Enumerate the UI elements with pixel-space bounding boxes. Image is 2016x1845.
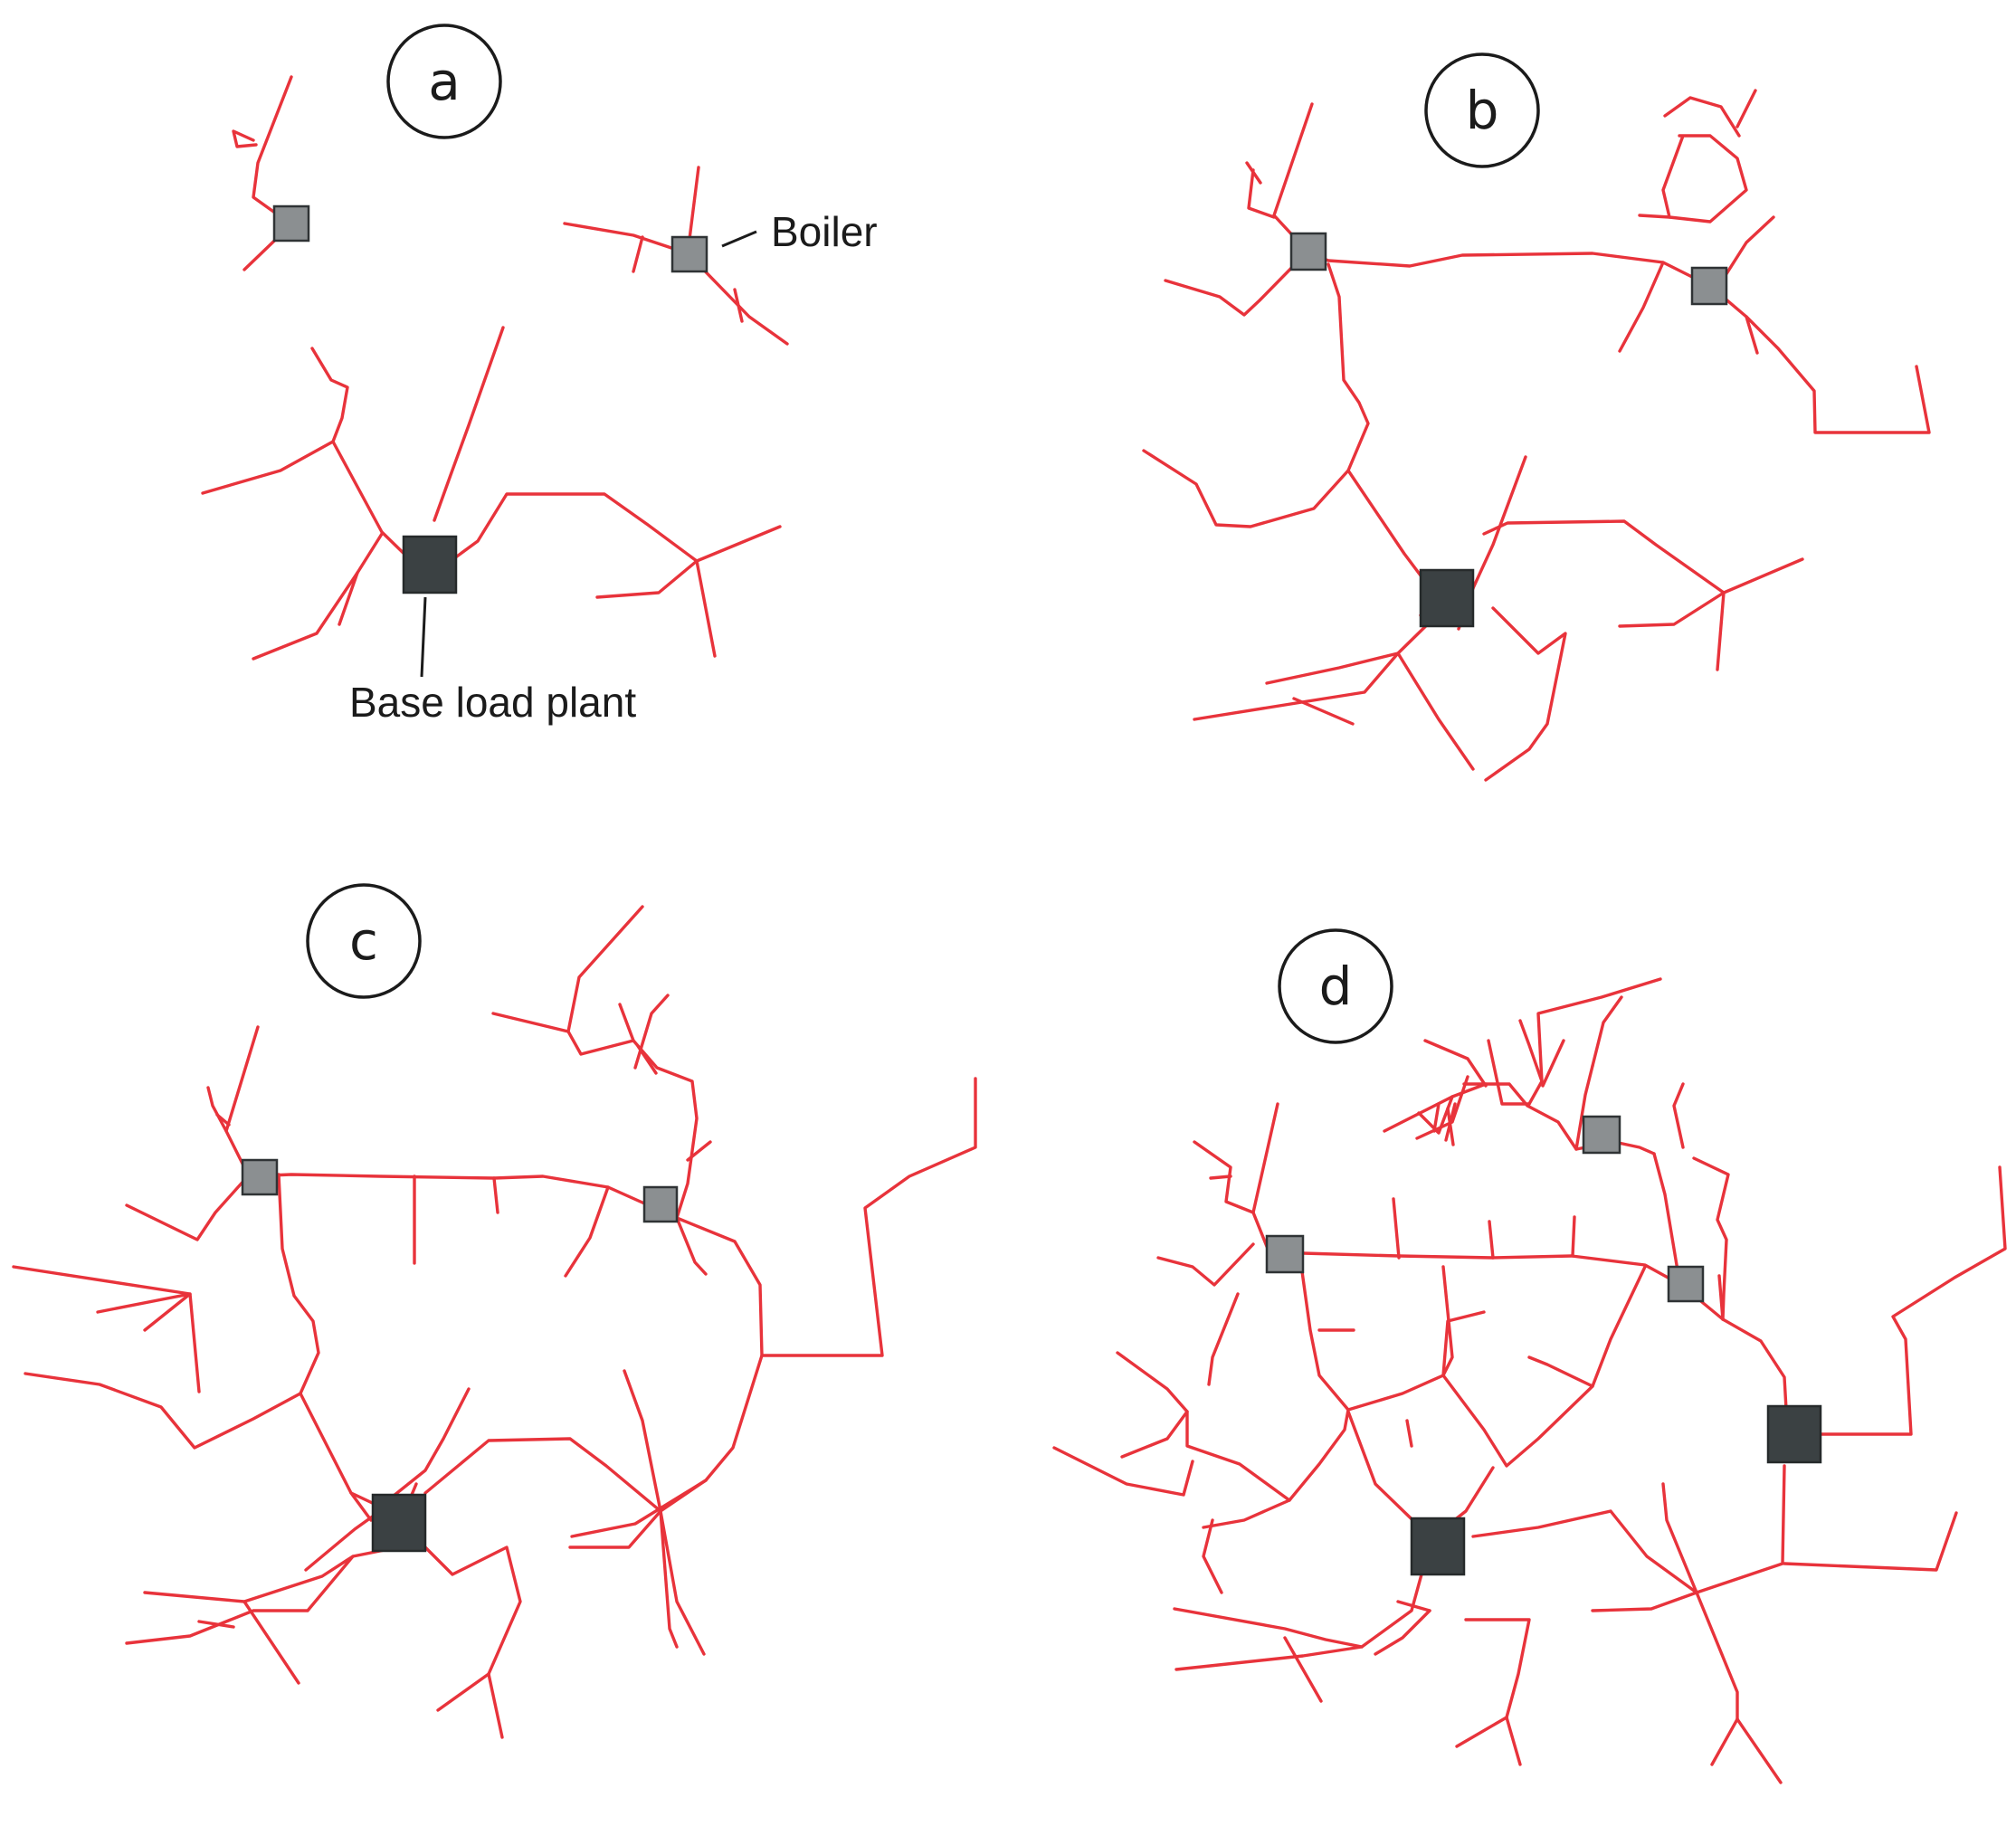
- panel-a-circle: [386, 24, 502, 139]
- panel-d-boiler-3: [1667, 1265, 1705, 1303]
- panel-b-boiler-2: [1690, 266, 1728, 306]
- panel-b-letter: b: [1466, 80, 1499, 141]
- panel-d-letter: d: [1319, 956, 1353, 1017]
- panel-a-pipes: [201, 75, 789, 661]
- panel-a-base-load-plant: [402, 535, 458, 594]
- panel-b: b: [1142, 52, 1931, 782]
- panel-d-base-load-plant-2: [1766, 1404, 1822, 1464]
- panel-c-boiler-1: [241, 1158, 279, 1196]
- panel-d-boiler-2: [1582, 1115, 1621, 1155]
- panel-c-letter: c: [349, 910, 378, 972]
- panel-b-boiler-1: [1289, 232, 1327, 271]
- panel-d-boiler-1: [1265, 1234, 1305, 1274]
- panel-a-boiler-2: [670, 235, 708, 273]
- panel-c-badge: c: [306, 883, 422, 999]
- base-load-plant-label: Base load plant: [349, 596, 636, 726]
- panel-b-pipes: [1142, 89, 1931, 782]
- base-load-plant-label-text: Base load plant: [349, 679, 636, 726]
- panel-c-boiler-2: [642, 1185, 679, 1223]
- panel-a-badge: a: [386, 24, 502, 139]
- panel-b-circle: [1424, 52, 1540, 168]
- panel-d-pipes: [1052, 977, 2007, 1784]
- panel-c-circle: [306, 883, 422, 999]
- panel-d: d: [1052, 928, 2007, 1784]
- panel-b-base-load-plant: [1419, 568, 1475, 628]
- panel-d-badge: d: [1278, 928, 1393, 1044]
- boiler-label-text: Boiler: [771, 208, 878, 255]
- panel-d-circle: [1278, 928, 1393, 1044]
- panel-d-base-load-plant-1: [1410, 1517, 1466, 1576]
- panel-c-pipes: [12, 905, 977, 1739]
- panel-b-badge: b: [1424, 52, 1540, 168]
- panel-a-boiler-1: [272, 204, 310, 243]
- boiler-label: Boiler: [721, 208, 878, 255]
- panel-a-letter: a: [428, 51, 461, 112]
- panel-c-base-load-plant: [371, 1493, 427, 1553]
- panel-c: c: [12, 883, 977, 1739]
- panel-a: a Boiler B: [201, 24, 878, 726]
